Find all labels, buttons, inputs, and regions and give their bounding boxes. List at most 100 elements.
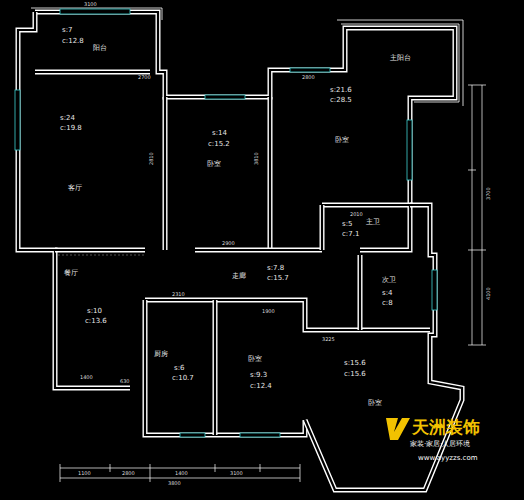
dimension: 1100 — [78, 471, 91, 476]
room-area: c:15.7 — [267, 275, 289, 282]
dimension: 3225 — [322, 337, 335, 342]
dimension: 3100 — [84, 2, 97, 7]
wall — [35, 70, 150, 75]
room-area: s:9.3 — [250, 372, 267, 379]
room-name: 阳台 — [93, 45, 107, 52]
dimension: 1400 — [80, 375, 93, 380]
room-area: s:21.6 — [330, 87, 352, 94]
room: 厨房 s:6 c:10.7 — [149, 304, 212, 432]
dimension: 2810 — [149, 152, 154, 165]
room-area: s:7.8 — [267, 265, 284, 272]
room-name: 走廊 — [232, 273, 246, 280]
room-name: 厨房 — [154, 351, 168, 358]
room-area: s:24 — [60, 115, 75, 122]
room: 主阳台 — [345, 30, 455, 98]
room: s:21.6 c:28.5 卧室 — [275, 72, 405, 207]
room: 餐厅 s:10 c:13.6 — [58, 254, 144, 384]
room-name: 卧室 — [368, 400, 382, 407]
dimension: 3700 — [486, 187, 491, 200]
dimension: 3100 — [230, 471, 243, 476]
wall — [213, 300, 218, 435]
dimension: 2310 — [172, 292, 185, 297]
dimension: 2800 — [302, 75, 315, 80]
wall-core — [145, 300, 430, 330]
room-area: s:5 — [342, 221, 352, 228]
dimension-lines — [60, 85, 486, 482]
dimension: 1900 — [262, 309, 275, 314]
balcony-rails — [31, 8, 463, 106]
wall — [145, 300, 430, 330]
room-area: c:12.8 — [62, 38, 84, 45]
logo-text: 天洲装饰 — [412, 419, 480, 436]
logo-mark — [386, 418, 410, 440]
wall — [358, 255, 363, 330]
room-area: s:10 — [87, 308, 102, 315]
room-area: s:14 — [212, 130, 227, 137]
wall — [55, 248, 322, 253]
wall-core — [18, 12, 130, 388]
room-area: s:7 — [62, 27, 72, 34]
room-area: c:28.5 — [330, 97, 352, 104]
wall — [322, 205, 410, 250]
room-area: s:6 — [174, 365, 184, 372]
dimension: 3800 — [168, 481, 181, 486]
wall-core — [321, 205, 323, 250]
dimension: 4100 — [486, 287, 491, 300]
room-name: 主卫 — [366, 219, 380, 226]
room-area: c:15.2 — [208, 141, 230, 148]
wall — [35, 12, 455, 205]
wall-core — [35, 71, 150, 73]
website: www.ayyzzs.com — [418, 455, 478, 462]
dining-table — [58, 255, 145, 256]
wall — [163, 97, 168, 250]
room-name: 主阳台 — [390, 55, 411, 62]
room: 卧室 s:9.3 c:12.4 — [218, 304, 303, 432]
dimension: 2700 — [138, 75, 151, 80]
room-area: c:19.8 — [60, 125, 82, 132]
wall-core — [164, 97, 166, 250]
room-name: 卧室 — [248, 356, 262, 363]
room-name: 次卫 — [382, 277, 396, 284]
room: s:7 c:12.8 阳台 — [35, 12, 160, 72]
room-name: 卧室 — [207, 161, 221, 168]
room-name: 卧室 — [335, 137, 349, 144]
wall — [145, 382, 305, 435]
wall — [268, 97, 273, 250]
wall-core — [269, 97, 271, 250]
wall-core — [144, 300, 146, 382]
slogan: 家装·家居·人居环境 — [410, 441, 470, 448]
dimension: 630 — [120, 379, 130, 384]
room: s:24 c:19.8 客厅 — [18, 75, 165, 250]
dimension: 2900 — [222, 241, 235, 246]
wall — [320, 205, 325, 250]
room: 走廊 s:7.8 c:15.7 — [200, 254, 358, 299]
room-area: s:15.6 — [344, 360, 366, 367]
dimension: 3810 — [254, 152, 259, 165]
room-area: c:7.1 — [342, 231, 359, 238]
wall-core — [35, 12, 455, 205]
dimension: 2800 — [122, 471, 135, 476]
dimension: 1400 — [175, 471, 188, 476]
wall-core — [214, 300, 216, 435]
dimension: 2010 — [350, 212, 363, 217]
room: 次卫 s:4 c:8 — [363, 258, 427, 328]
wall-core — [55, 249, 322, 251]
room: s:14 c:15.2 卧室 — [165, 100, 270, 250]
room-area: c:15.6 — [344, 371, 366, 378]
room-area: c:13.6 — [85, 318, 107, 325]
room: 主卫 s:5 c:7.1 — [324, 208, 408, 248]
room-name: 客厅 — [68, 185, 82, 192]
room-name: 餐厅 — [64, 270, 78, 277]
room: s:15.6 c:15.6 卧室 — [308, 334, 430, 484]
room-area: c:12.4 — [250, 383, 272, 390]
wall-core — [322, 205, 410, 250]
room-area: s:4 — [382, 290, 392, 297]
wall — [18, 12, 130, 388]
room-area: c:10.7 — [172, 375, 194, 382]
windows — [15, 9, 437, 437]
wall — [143, 300, 148, 382]
room-area: c:8 — [382, 300, 393, 307]
wall-core — [359, 255, 361, 330]
wall-core — [145, 382, 305, 435]
